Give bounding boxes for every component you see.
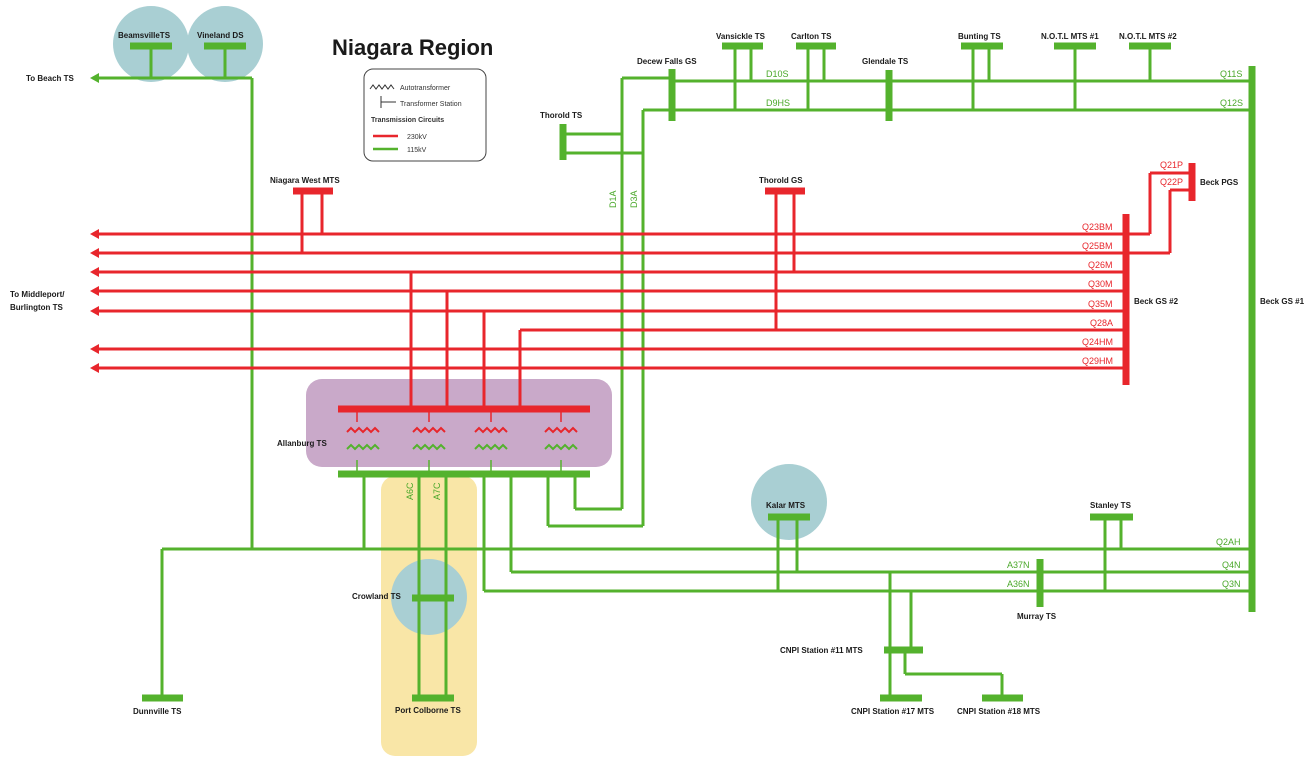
circuit-d3a: D3A xyxy=(629,190,639,208)
legend-230kv: 230kV xyxy=(407,134,427,141)
circuit-q4n: Q4N xyxy=(1222,560,1241,570)
legend-115kv: 115kV xyxy=(407,147,427,154)
arrow-q29hm xyxy=(90,363,99,373)
autotransformer-icon xyxy=(544,426,578,434)
arrow-to-beach xyxy=(90,73,99,83)
red-network xyxy=(90,163,1196,413)
page-title: Niagara Region xyxy=(332,35,493,60)
label-niagara-west: Niagara West MTS xyxy=(270,176,340,185)
label-burlington: Burlington TS xyxy=(10,303,64,312)
autotransformer-icon xyxy=(346,443,380,451)
legend-transformer-station: Transformer Station xyxy=(400,101,462,108)
label-kalar: Kalar MTS xyxy=(766,501,806,510)
circuit-labels: Q11S Q12S D10S D9HS D1A D3A Q21P Q22P Q2… xyxy=(405,69,1243,589)
label-carlton: Carlton TS xyxy=(791,32,832,41)
label-vineland: Vineland DS xyxy=(197,31,244,40)
circuit-d10s: D10S xyxy=(766,69,789,79)
label-murray: Murray TS xyxy=(1017,612,1057,621)
arrow-q24hm xyxy=(90,344,99,354)
label-stanley: Stanley TS xyxy=(1090,501,1132,510)
legend-heading: Transmission Circuits xyxy=(371,117,444,124)
label-decew: Decew Falls GS xyxy=(637,57,697,66)
label-cnpi17: CNPI Station #17 MTS xyxy=(851,707,935,716)
label-vansickle: Vansickle TS xyxy=(716,32,766,41)
label-beamsville: BeamsvilleTS xyxy=(118,31,171,40)
autotransformer-icon xyxy=(474,443,508,451)
label-noti1: N.O.T.L MTS #1 xyxy=(1041,32,1099,41)
circuit-a7c: A7C xyxy=(432,482,442,500)
label-glendale: Glendale TS xyxy=(862,57,909,66)
circuit-q11s: Q11S xyxy=(1220,69,1242,79)
circuit-q21p: Q21P xyxy=(1160,160,1183,170)
autotransformer-icon xyxy=(474,426,508,434)
allanburg-area xyxy=(306,379,612,467)
circuit-q24hm: Q24HM xyxy=(1082,337,1113,347)
circuit-q26m: Q26M xyxy=(1088,260,1113,270)
legend-autotransformer: Autotransformer xyxy=(400,85,451,92)
autotransformer-icon xyxy=(412,426,446,434)
label-to-beach: To Beach TS xyxy=(26,74,75,83)
label-cnpi18: CNPI Station #18 MTS xyxy=(957,707,1041,716)
label-crowland: Crowland TS xyxy=(352,592,402,601)
label-thorold-gs: Thorold GS xyxy=(759,176,803,185)
circuit-q35m: Q35M xyxy=(1088,299,1113,309)
circuit-a37n: A37N xyxy=(1007,560,1030,570)
label-cnpi11: CNPI Station #11 MTS xyxy=(780,646,863,655)
circuit-q2ah: Q2AH xyxy=(1216,537,1241,547)
autotransformer-icon xyxy=(544,443,578,451)
circuit-a6c: A6C xyxy=(405,482,415,500)
autotransformer-icon xyxy=(412,443,446,451)
kalar-circle xyxy=(751,464,827,540)
label-to-middleport: To Middleport/ xyxy=(10,290,65,299)
station-labels: BeamsvilleTS Vineland DS To Beach TS Nia… xyxy=(10,31,1305,716)
allanburg-autotransformers xyxy=(346,409,578,474)
circuit-q3n: Q3N xyxy=(1222,579,1241,589)
arrow-q25bm xyxy=(90,248,99,258)
label-noti2: N.O.T.L MTS #2 xyxy=(1119,32,1177,41)
label-beck-gs1: Beck GS #1 xyxy=(1260,297,1305,306)
label-bunting: Bunting TS xyxy=(958,32,1001,41)
arrow-q30m xyxy=(90,286,99,296)
legend: Autotransformer Transformer Station Tran… xyxy=(363,68,487,162)
autotransformer-icon xyxy=(346,426,380,434)
circuit-d9hs: D9HS xyxy=(766,98,790,108)
circuit-q28a: Q28A xyxy=(1090,318,1113,328)
circuit-q12s: Q12S xyxy=(1220,98,1243,108)
circuit-q23bm: Q23BM xyxy=(1082,222,1113,232)
label-beck-pgs: Beck PGS xyxy=(1200,178,1239,187)
circuit-q30m: Q30M xyxy=(1088,279,1113,289)
label-allanburg: Allanburg TS xyxy=(277,439,327,448)
label-dunnville: Dunnville TS xyxy=(133,707,182,716)
circuit-a36n: A36N xyxy=(1007,579,1030,589)
circuit-d1a: D1A xyxy=(608,190,618,208)
transformer-station-icon xyxy=(380,96,396,108)
circuit-q22p: Q22P xyxy=(1160,177,1183,187)
label-port-colborne: Port Colborne TS xyxy=(395,706,461,715)
circuit-q25bm: Q25BM xyxy=(1082,241,1113,251)
arrow-q26m xyxy=(90,267,99,277)
label-beck-gs2: Beck GS #2 xyxy=(1134,297,1179,306)
arrow-q23bm xyxy=(90,229,99,239)
arrow-q35m xyxy=(90,306,99,316)
label-thorold-ts: Thorold TS xyxy=(540,111,583,120)
circuit-q29hm: Q29HM xyxy=(1082,356,1113,366)
autotransformer-icon xyxy=(369,84,395,90)
green-network xyxy=(90,42,1256,702)
